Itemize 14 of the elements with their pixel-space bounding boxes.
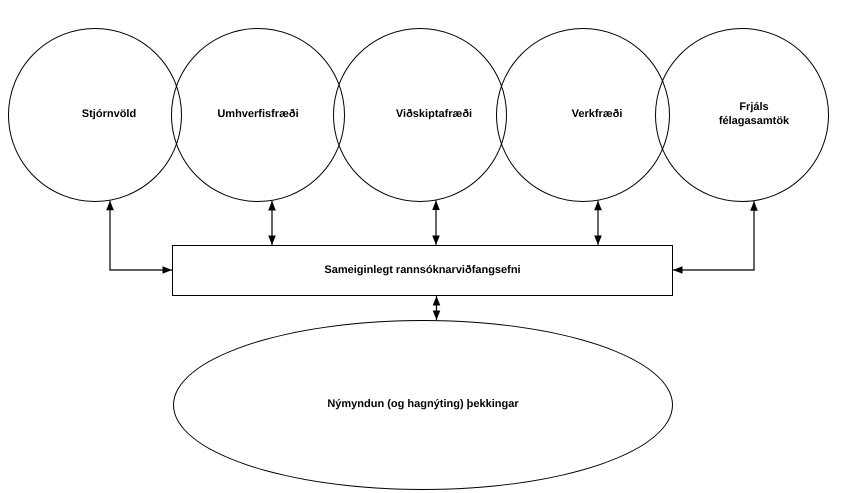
process-box	[172, 245, 673, 296]
node-label: Stjórnvöld	[82, 108, 136, 122]
double-arrow	[432, 200, 440, 245]
node-label: Frjáls félagasamtök	[718, 101, 790, 129]
node-label: Nýmyndun (og hagnýting) þekkingar	[327, 398, 519, 412]
node-label: Viðskiptafræði	[396, 108, 472, 122]
node-label: Verkfræði	[572, 108, 622, 122]
double-arrow	[673, 201, 758, 274]
double-arrow	[594, 200, 602, 245]
double-arrow	[268, 200, 276, 245]
double-arrow	[106, 200, 172, 274]
node-label: Umhverfisfræði	[217, 108, 299, 122]
node-label: Sameiginlegt rannsóknarviðfangsefni	[324, 264, 521, 278]
double-arrow	[432, 296, 440, 320]
